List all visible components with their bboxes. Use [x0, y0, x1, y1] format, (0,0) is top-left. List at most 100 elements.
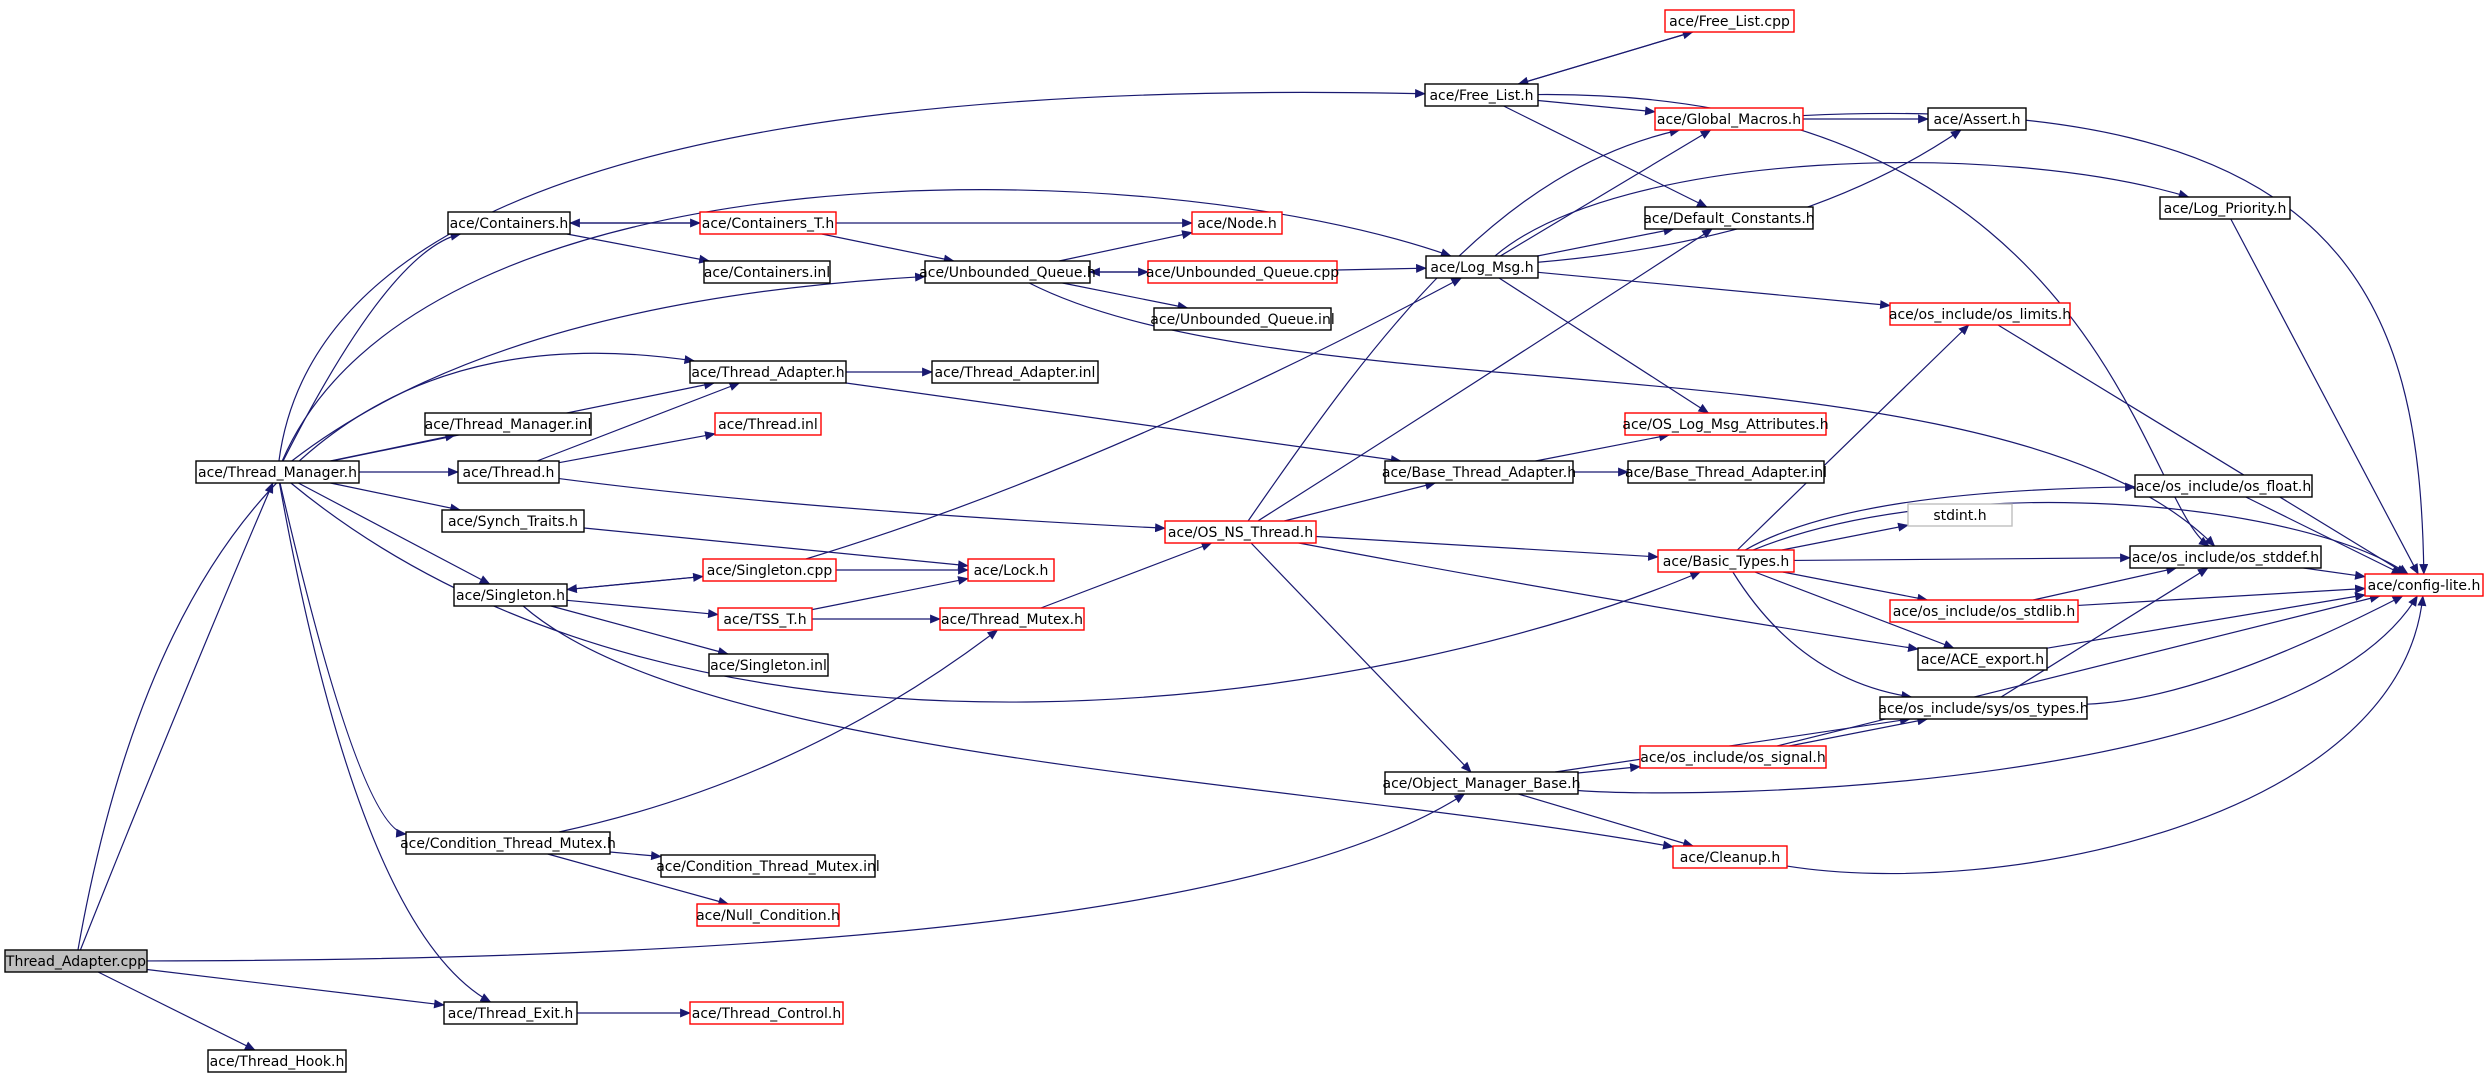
edge-unbounded_queue_h-to-os_stddef: [1028, 282, 2216, 547]
node-free-list-h[interactable]: ace/Free_List.h: [1424, 83, 1539, 107]
node-thread-exit[interactable]: ace/Thread_Exit.h: [443, 1001, 578, 1025]
edge-path: [2245, 496, 2403, 575]
edge-path: [1781, 522, 1909, 551]
edge-path: [278, 482, 492, 1003]
node-label: ace/Thread_Hook.h: [210, 1054, 345, 1070]
node-thread-manager-inl[interactable]: ace/Thread_Manager.inl: [424, 412, 592, 436]
node-lock-h[interactable]: ace/Lock.h: [967, 558, 1055, 582]
node-cleanup-h[interactable]: ace/Cleanup.h: [1672, 845, 1788, 869]
node-config-lite[interactable]: ace/config-lite.h: [2364, 573, 2484, 597]
edge-path: [1250, 542, 1472, 773]
edge-path: [1494, 162, 2190, 257]
edge-root-to-thread_adapter_h: [77, 352, 696, 951]
edge-os_ns_thread-to-basic_types: [1315, 535, 1659, 561]
node-label: ace/OS_NS_Thread.h: [1168, 525, 1313, 541]
node-os-ns-thread[interactable]: ace/OS_NS_Thread.h: [1164, 520, 1317, 544]
node-box: [967, 558, 1055, 582]
node-box: [1424, 83, 1539, 107]
edge-path: [79, 482, 274, 951]
edge-path: [1315, 535, 1659, 561]
edge-path: [1503, 105, 1708, 208]
node-default-constants[interactable]: ace/Default_Constants.h: [1643, 206, 1815, 230]
node-containers-t[interactable]: ace/Containers_T.h: [699, 211, 837, 235]
edge-path: [1537, 99, 1656, 116]
node-label: ace/Default_Constants.h: [1643, 211, 1814, 227]
node-thread-adapter-h[interactable]: ace/Thread_Adapter.h: [689, 360, 847, 384]
edge-root-to-thread_exit: [146, 968, 445, 1009]
node-label: ace/Containers_T.h: [702, 216, 835, 232]
edge-path: [2000, 567, 2209, 698]
node-containers-inl[interactable]: ace/Containers.inl: [703, 260, 831, 284]
node-os-limits[interactable]: ace/os_include/os_limits.h: [1889, 302, 2071, 326]
edge-thread_h-to-thread_inl: [558, 431, 716, 464]
edge-condition_thread_mutex_h-to-null_condition: [547, 853, 730, 906]
node-thread-adapter-inl[interactable]: ace/Thread_Adapter.inl: [931, 360, 1099, 384]
node-label: ace/ACE_export.h: [1921, 652, 2044, 668]
edge-path: [845, 382, 1402, 465]
node-label: ace/Basic_Types.h: [1663, 554, 1789, 570]
node-box: [1627, 460, 1825, 484]
node-condition-thread-mutex-inl[interactable]: ace/Condition_Thread_Mutex.inl: [656, 854, 880, 878]
node-basic-types[interactable]: ace/Basic_Types.h: [1657, 549, 1795, 573]
node-thread-h[interactable]: ace/Thread.h: [457, 460, 560, 484]
node-label: ace/Singleton.inl: [710, 658, 827, 674]
node-containers-h[interactable]: ace/Containers.h: [447, 211, 571, 235]
edge-unbounded_queue_h-to-node_h: [1058, 230, 1193, 262]
node-ace-export[interactable]: ace/ACE_export.h: [1917, 647, 2048, 671]
node-free-list-cpp[interactable]: ace/Free_List.cpp: [1664, 9, 1795, 33]
node-stdint-h[interactable]: stdint.h: [1907, 503, 2013, 527]
node-os-signal[interactable]: ace/os_include/os_signal.h: [1639, 745, 1827, 769]
node-os-log-msg-attr[interactable]: ace/OS_Log_Msg_Attributes.h: [1622, 412, 1829, 436]
node-log-priority[interactable]: ace/Log_Priority.h: [2159, 196, 2291, 220]
node-thread-manager-h[interactable]: ace/Thread_Manager.h: [195, 460, 360, 484]
node-label: ace/Thread.inl: [718, 417, 818, 433]
node-thread-mutex[interactable]: ace/Thread_Mutex.h: [939, 607, 1085, 631]
node-box: [457, 460, 560, 484]
node-label: ace/Null_Condition.h: [696, 908, 840, 924]
node-label: ace/Thread.h: [463, 465, 555, 481]
edge-singleton_h-to-tss_t: [566, 599, 719, 619]
node-base-thread-adapter-h[interactable]: ace/Base_Thread_Adapter.h: [1382, 460, 1576, 484]
node-label: Thread_Adapter.cpp: [5, 954, 146, 970]
node-base-thread-adapter-inl[interactable]: ace/Base_Thread_Adapter.inl: [1625, 460, 1827, 484]
node-null-condition[interactable]: ace/Null_Condition.h: [696, 903, 840, 927]
node-os-stddef[interactable]: ace/os_include/os_stddef.h: [2129, 545, 2322, 569]
edge-path: [1535, 432, 1670, 462]
edge-path: [1298, 542, 1919, 652]
node-label: ace/os_include/os_signal.h: [1640, 750, 1826, 766]
node-unbounded-queue-h[interactable]: ace/Unbounded_Queue.h: [919, 260, 1096, 284]
node-synch-traits[interactable]: ace/Synch_Traits.h: [441, 509, 585, 533]
edge-path: [1284, 481, 1437, 522]
node-thread-control[interactable]: ace/Thread_Control.h: [689, 1001, 844, 1025]
edge-log_priority-to-config_lite: [2230, 218, 2419, 575]
node-node-h[interactable]: ace/Node.h: [1191, 211, 1283, 235]
node-os-types[interactable]: ace/os_include/sys/os_types.h: [1878, 696, 2089, 720]
edge-path: [1062, 282, 1189, 311]
node-singleton-inl[interactable]: ace/Singleton.inl: [708, 653, 829, 677]
node-global-macros[interactable]: ace/Global_Macros.h: [1654, 107, 1804, 131]
node-singleton-h[interactable]: ace/Singleton.h: [453, 583, 568, 607]
node-singleton-cpp[interactable]: ace/Singleton.cpp: [702, 558, 837, 582]
node-tss-t[interactable]: ace/TSS_T.h: [717, 607, 813, 631]
edge-path: [1782, 571, 1929, 603]
node-unbounded-queue-inl[interactable]: ace/Unbounded_Queue.inl: [1150, 307, 1335, 331]
edge-path: [1257, 228, 1713, 522]
node-os-stdlib[interactable]: ace/os_include/os_stdlib.h: [1889, 599, 2079, 623]
node-os-float[interactable]: ace/os_include/os_float.h: [2134, 474, 2313, 498]
edge-path: [298, 482, 491, 585]
node-unbounded-queue-cpp[interactable]: ace/Unbounded_Queue.cpp: [1146, 260, 1339, 284]
edge-path: [566, 575, 704, 594]
edge-path: [1058, 230, 1193, 262]
node-label: ace/os_include/os_float.h: [2136, 479, 2312, 495]
node-log-msg[interactable]: ace/Log_Msg.h: [1425, 255, 1539, 279]
node-box: [703, 260, 831, 284]
node-box: [1384, 460, 1574, 484]
node-assert-h[interactable]: ace/Assert.h: [1927, 107, 2027, 131]
node-box: [696, 903, 840, 927]
node-object-manager-base[interactable]: ace/Object_Manager_Base.h: [1383, 771, 1581, 795]
node-condition-thread-mutex-h[interactable]: ace/Condition_Thread_Mutex.h: [400, 831, 616, 855]
node-thread-inl[interactable]: ace/Thread.inl: [714, 412, 822, 436]
edge-path: [1789, 716, 1929, 747]
node-label: ace/Base_Thread_Adapter.inl: [1625, 465, 1827, 481]
node-thread-hook[interactable]: ace/Thread_Hook.h: [207, 1049, 347, 1073]
